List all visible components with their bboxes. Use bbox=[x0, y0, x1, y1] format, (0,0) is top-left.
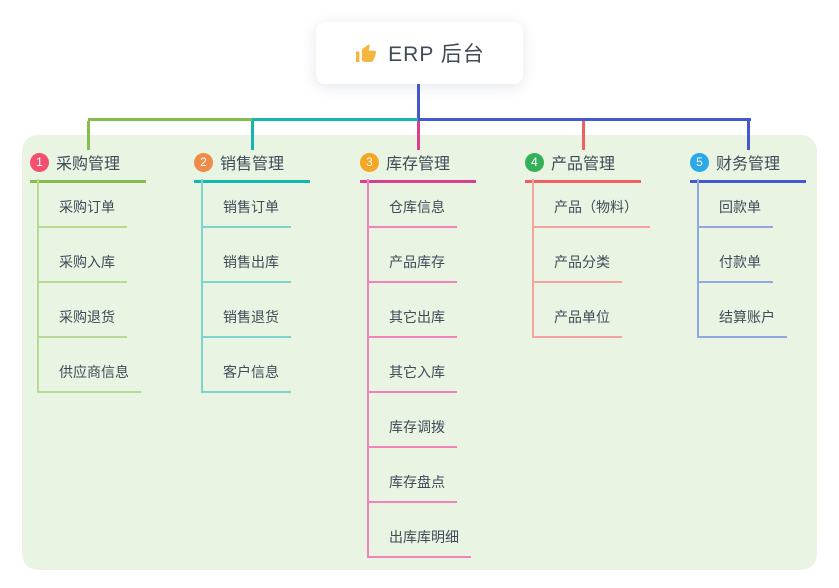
branch-label: 库存管理 bbox=[386, 156, 451, 173]
branch-children-3: 仓库信息产品库存其它出库其它入库库存调拨库存盘点出库库明细 bbox=[367, 179, 471, 558]
branch-label: 产品管理 bbox=[551, 156, 616, 173]
branch-header-4[interactable]: 4 产品管理 bbox=[525, 150, 641, 183]
child-item: 仓库信息 bbox=[369, 179, 471, 228]
trunk-segment-middle bbox=[252, 118, 421, 121]
branch-number-badge: 2 bbox=[194, 152, 213, 172]
branch-drop-line-5 bbox=[746, 121, 750, 150]
child-label[interactable]: 产品分类 bbox=[534, 252, 622, 283]
child-item: 采购入库 bbox=[39, 228, 141, 283]
trunk-segment-left bbox=[88, 118, 255, 121]
branch-header-1[interactable]: 1 采购管理 bbox=[30, 150, 146, 183]
child-label[interactable]: 销售出库 bbox=[203, 252, 291, 283]
child-item: 出库库明细 bbox=[369, 503, 471, 558]
branch-drop-line-2 bbox=[250, 121, 254, 150]
branch-label: 采购管理 bbox=[56, 156, 121, 173]
root-title: ERP 后台 bbox=[388, 43, 485, 66]
child-label[interactable]: 仓库信息 bbox=[369, 197, 457, 228]
branch-header-3[interactable]: 3 库存管理 bbox=[360, 150, 476, 183]
branch-label: 财务管理 bbox=[716, 156, 781, 173]
child-label[interactable]: 付款单 bbox=[699, 252, 773, 283]
child-item: 产品分类 bbox=[534, 228, 650, 283]
branch-number-badge: 4 bbox=[525, 152, 544, 172]
child-label[interactable]: 库存调拨 bbox=[369, 417, 457, 448]
branch-number-badge: 3 bbox=[360, 152, 379, 172]
child-item: 库存调拨 bbox=[369, 393, 471, 448]
trunk-segment-right bbox=[418, 118, 751, 121]
child-label[interactable]: 销售订单 bbox=[203, 197, 291, 228]
branch-number-badge: 5 bbox=[690, 152, 709, 172]
child-item: 其它入库 bbox=[369, 338, 471, 393]
child-label[interactable]: 其它入库 bbox=[369, 362, 457, 393]
branch-drop-line-3 bbox=[416, 121, 420, 150]
child-label[interactable]: 其它出库 bbox=[369, 307, 457, 338]
child-item: 结算账户 bbox=[699, 283, 787, 338]
branch-children-1: 采购订单采购入库采购退货供应商信息 bbox=[37, 179, 141, 393]
child-label[interactable]: 结算账户 bbox=[699, 307, 787, 338]
child-item: 销售出库 bbox=[203, 228, 291, 283]
branch-header-5[interactable]: 5 财务管理 bbox=[690, 150, 806, 183]
branch-children-5: 回款单付款单结算账户 bbox=[697, 179, 787, 338]
child-label[interactable]: 采购入库 bbox=[39, 252, 127, 283]
child-item: 采购退货 bbox=[39, 283, 141, 338]
child-label[interactable]: 采购退货 bbox=[39, 307, 127, 338]
child-label[interactable]: 客户信息 bbox=[203, 362, 291, 393]
branch-label: 销售管理 bbox=[220, 156, 285, 173]
child-item: 其它出库 bbox=[369, 283, 471, 338]
root-stem-line bbox=[416, 84, 420, 118]
child-item: 付款单 bbox=[699, 228, 787, 283]
child-label[interactable]: 库存盘点 bbox=[369, 472, 457, 503]
child-item: 采购订单 bbox=[39, 179, 141, 228]
child-label[interactable]: 产品单位 bbox=[534, 307, 622, 338]
child-item: 产品（物料） bbox=[534, 179, 650, 228]
root-node[interactable]: ERP 后台 bbox=[316, 22, 523, 84]
child-item: 销售退货 bbox=[203, 283, 291, 338]
child-label[interactable]: 供应商信息 bbox=[39, 362, 141, 393]
child-item: 供应商信息 bbox=[39, 338, 141, 393]
child-label[interactable]: 出库库明细 bbox=[369, 527, 471, 558]
child-item: 回款单 bbox=[699, 179, 787, 228]
mindmap-panel bbox=[22, 135, 817, 570]
child-item: 客户信息 bbox=[203, 338, 291, 393]
thumbs-up-icon bbox=[354, 41, 378, 65]
child-item: 销售订单 bbox=[203, 179, 291, 228]
child-item: 产品库存 bbox=[369, 228, 471, 283]
branch-children-2: 销售订单销售出库销售退货客户信息 bbox=[201, 179, 291, 393]
child-item: 产品单位 bbox=[534, 283, 650, 338]
child-label[interactable]: 采购订单 bbox=[39, 197, 127, 228]
branch-header-2[interactable]: 2 销售管理 bbox=[194, 150, 310, 183]
branch-number-badge: 1 bbox=[30, 152, 49, 172]
branch-drop-line-4 bbox=[581, 121, 585, 150]
child-label[interactable]: 产品（物料） bbox=[534, 197, 650, 228]
branch-drop-line-1 bbox=[86, 121, 90, 150]
child-label[interactable]: 销售退货 bbox=[203, 307, 291, 338]
child-item: 库存盘点 bbox=[369, 448, 471, 503]
child-label[interactable]: 回款单 bbox=[699, 197, 773, 228]
child-label[interactable]: 产品库存 bbox=[369, 252, 457, 283]
branch-children-4: 产品（物料） 产品分类产品单位 bbox=[532, 179, 650, 338]
